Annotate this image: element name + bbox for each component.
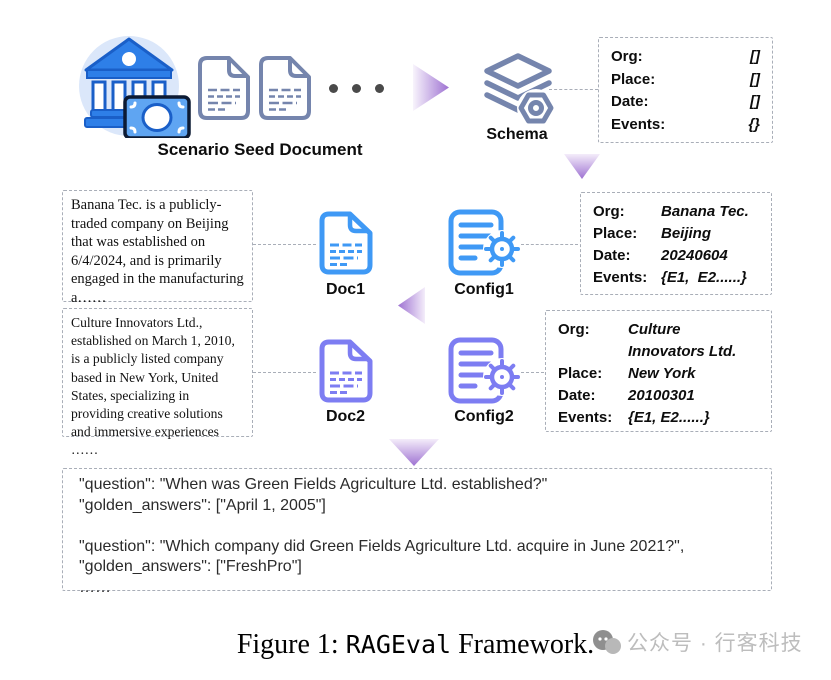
doc1-field-row: Org: Banana Tec. <box>593 203 749 220</box>
connector-schema <box>549 89 598 90</box>
schema-field-row: Org: [] <box>611 48 760 65</box>
caption-suffix: Framework. <box>451 629 595 660</box>
schema-field-row: Place: [] <box>611 70 760 88</box>
arrow-down-icon <box>389 439 439 466</box>
config1-label: Config1 <box>454 281 514 298</box>
bank-money-icon <box>79 36 191 138</box>
connector-config1 <box>521 244 578 245</box>
ellipsis-icon <box>329 84 384 93</box>
doc2-field-row: Date: 20100301 <box>558 387 695 404</box>
qa-blank-line <box>79 516 755 537</box>
seed-passage-2: Culture Innovators Ltd., established on … <box>62 308 253 457</box>
seed-label: Scenario Seed Document <box>157 140 363 159</box>
generated-qa-box: "question": "When was Green Fields Agric… <box>62 468 772 596</box>
banknote-icon <box>123 95 191 138</box>
doc2-icon <box>319 339 373 403</box>
schema-fields-box: Org: [] Place: [] Date: [] Events: {} <box>598 37 773 143</box>
arrow-right-icon <box>413 64 449 111</box>
caption-code: RAGEval <box>345 630 452 659</box>
connector-doc1 <box>253 244 316 245</box>
seed-document-icon <box>198 56 250 120</box>
config1-icon <box>448 209 520 276</box>
doc2-field-row: Events: {E1, E2......} <box>558 409 710 426</box>
doc1-field-row: Date: 20240604 <box>593 247 728 264</box>
watermark-text: 公众号 · 行客科技 <box>627 632 803 655</box>
arrow-down-icon <box>564 154 600 179</box>
watermark: 公众号 · 行客科技 <box>592 627 803 657</box>
config2-label: Config2 <box>454 408 514 425</box>
doc2-field-row: Org: Culture Innovators Ltd. <box>558 321 737 360</box>
doc1-field-row: Events: {E1, E2......} <box>593 269 747 286</box>
figure-caption: Figure 1: RAGEval Framework. <box>0 629 831 661</box>
qa-ellipsis: …… <box>79 578 111 596</box>
config2-icon <box>448 337 520 404</box>
arrow-left-icon <box>398 287 425 324</box>
doc2-field-row: Place: New York <box>558 365 696 382</box>
doc1-label: Doc1 <box>325 281 366 298</box>
schema-label: Schema <box>486 126 548 143</box>
schema-field-row: Date: [] <box>611 93 760 110</box>
doc1-fields-box: Org: Banana Tec. Place: Beijing Date: 20… <box>580 192 772 295</box>
qa-answer-1: "golden_answers": ["April 1, 2005"] <box>79 496 326 514</box>
connector-doc2 <box>253 372 316 373</box>
doc2-label: Doc2 <box>325 408 366 425</box>
schema-field-row: Events: {} <box>611 115 760 133</box>
schema-icon <box>484 53 555 127</box>
qa-question-1: "question": "When was Green Fields Agric… <box>79 476 548 493</box>
doc2-fields-box: Org: Culture Innovators Ltd. Place: New … <box>545 310 772 432</box>
qa-answer-2: "golden_answers": ["FreshPro"] <box>79 558 302 575</box>
doc1-icon <box>319 211 373 275</box>
connector-config2 <box>521 372 544 373</box>
caption-prefix: Figure 1: <box>236 629 346 660</box>
qa-question-2: "question": "Which company did Green Fie… <box>79 537 685 555</box>
seed-passage-1: Banana Tec. is a publicly-traded company… <box>62 190 253 306</box>
watermark-logo-icon <box>593 629 621 654</box>
doc1-field-row: Place: Beijing <box>593 225 712 242</box>
seed-document-icon <box>259 56 311 120</box>
